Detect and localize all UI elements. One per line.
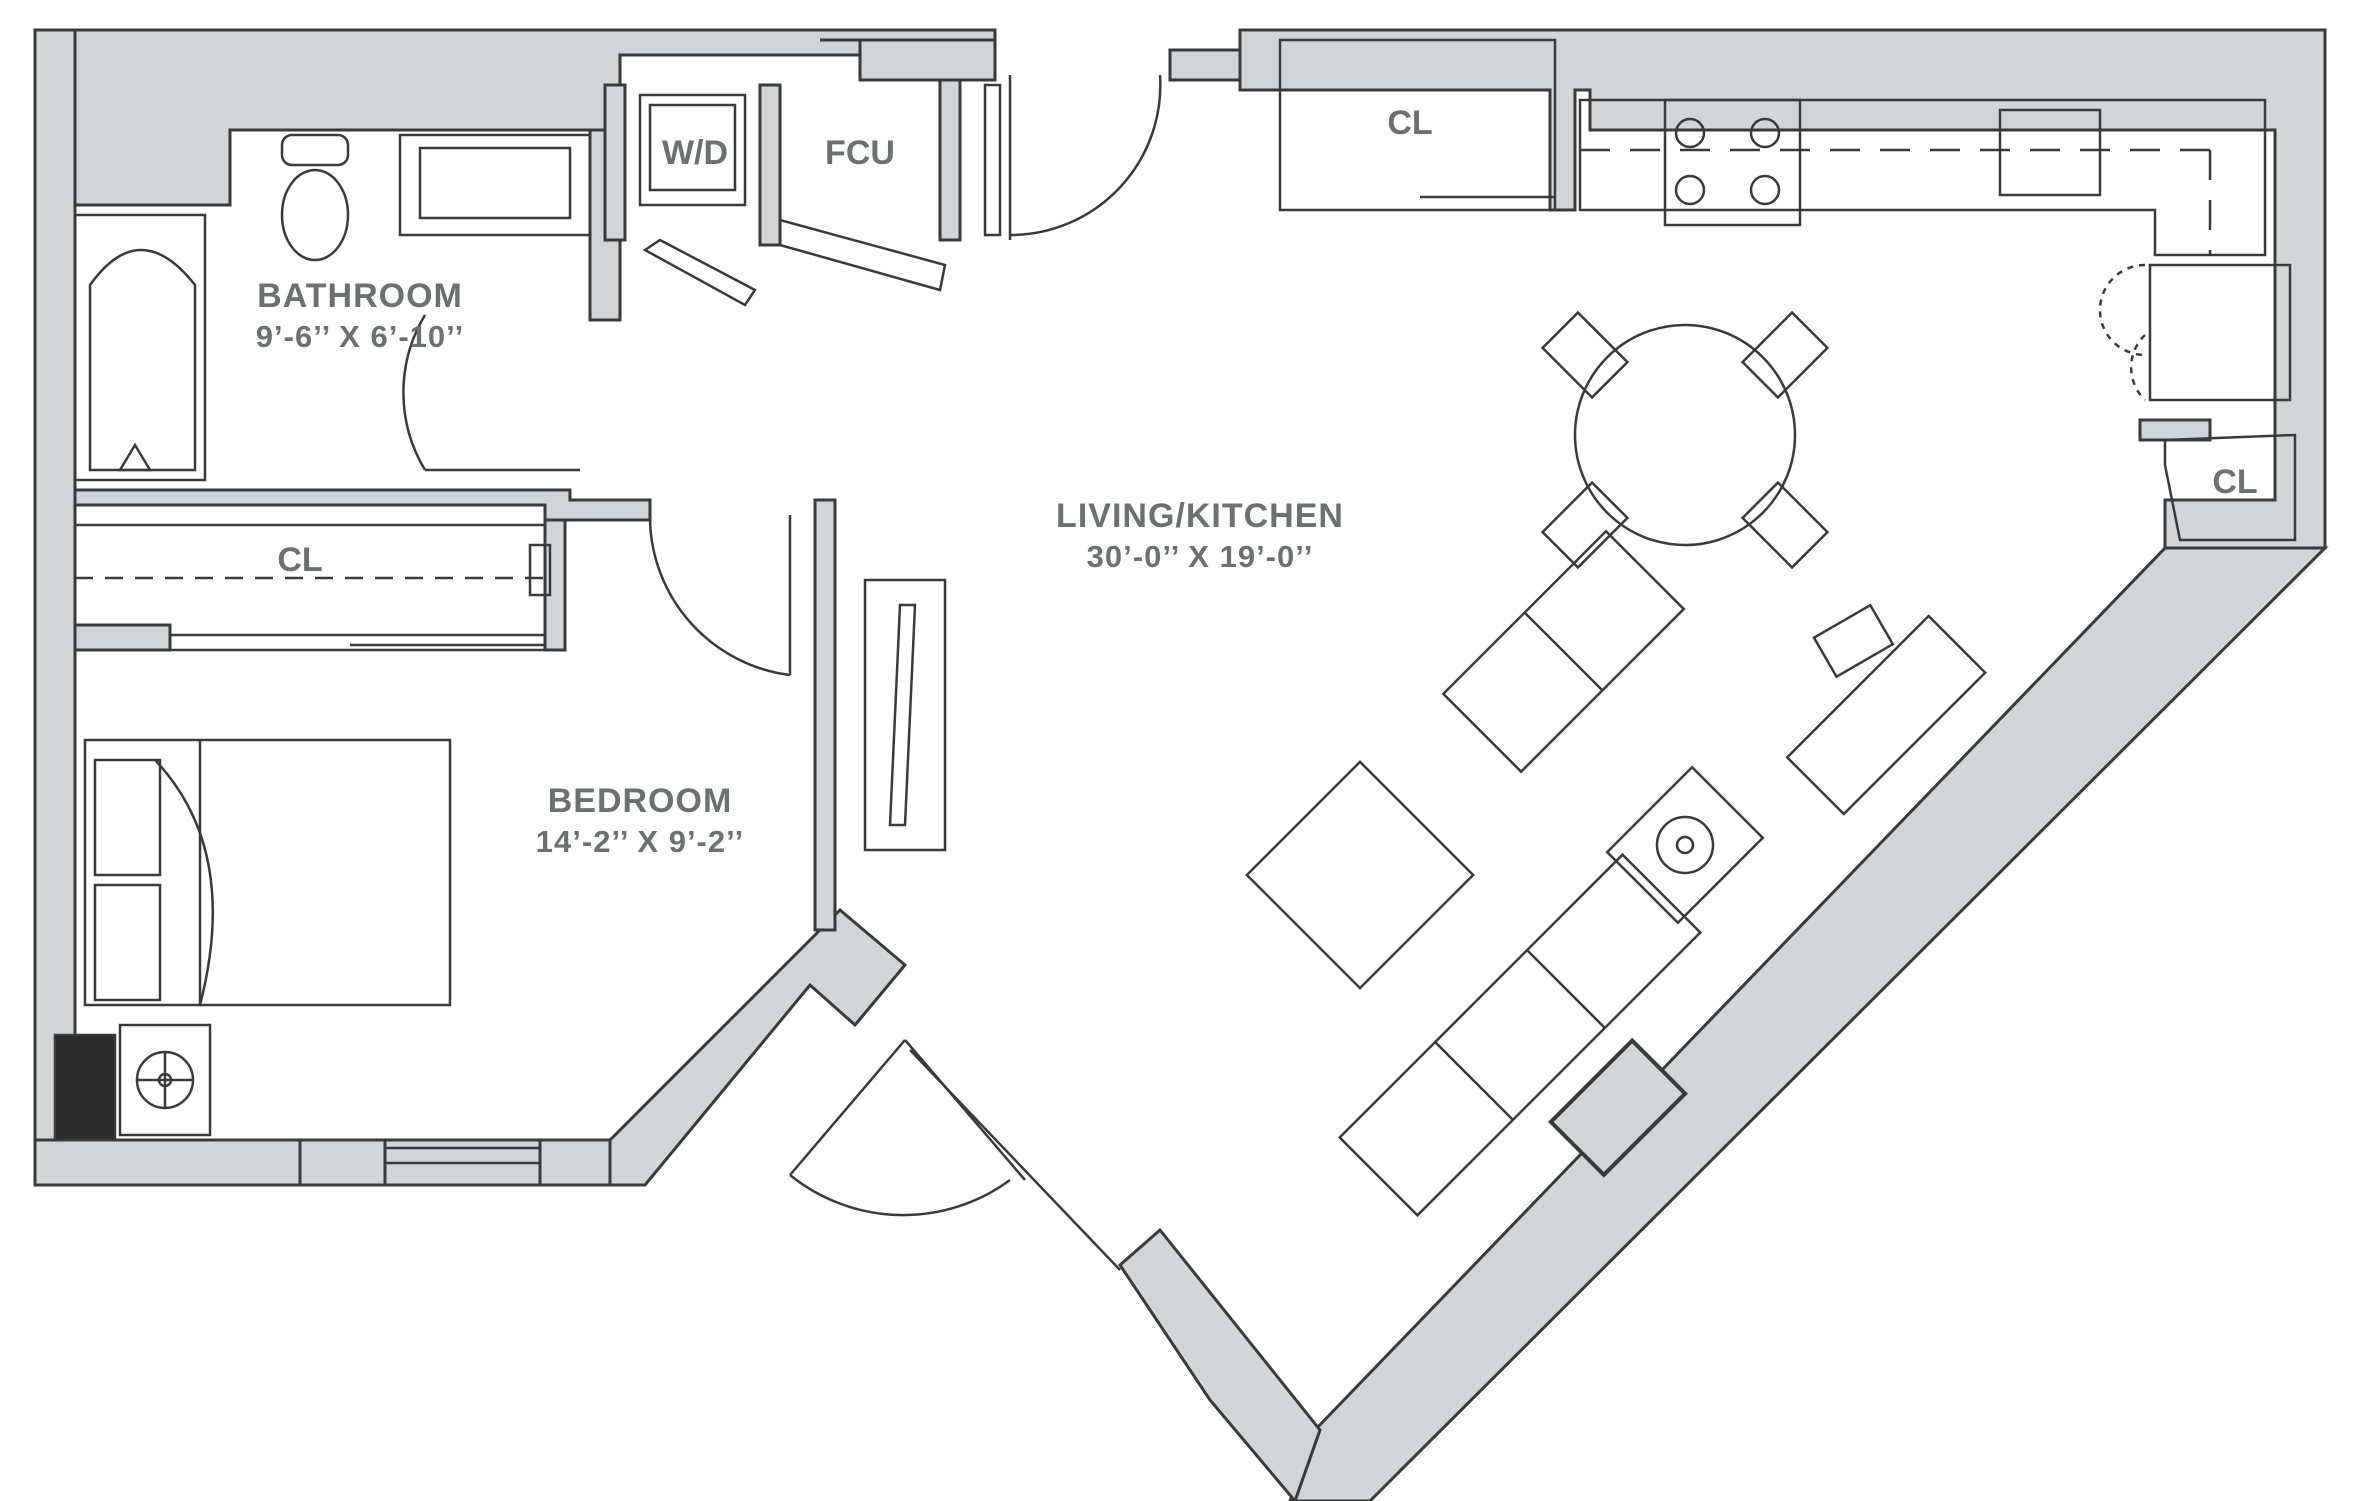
wall-bed-window-pier [298, 1138, 387, 1187]
refrigerator [2148, 263, 2292, 402]
toilet-tank [280, 133, 350, 167]
wall-bedroom-closet-bottom [73, 623, 172, 652]
bathtub-inner [88, 248, 197, 472]
right-closet [2163, 433, 2297, 542]
right-closet-label: CL [2212, 463, 2258, 501]
bathtub [73, 213, 207, 482]
chair-3 [1540, 480, 1630, 570]
chair-1 [1540, 310, 1630, 400]
wall-upper-left-stub [1168, 48, 1242, 82]
bathroom-dims: 9’-6’’ X 6’-10’’ [255, 319, 465, 354]
chair-4 [1740, 480, 1830, 570]
media-console [863, 578, 947, 852]
ottoman [1245, 760, 1475, 990]
wall-wd-fcu [758, 83, 782, 247]
hall-closet-label: CL [277, 541, 323, 579]
dining-table [1573, 323, 1797, 547]
wall-bottom-left [33, 907, 908, 1187]
bathroom-label: BATHROOM 9’-6’’ X 6’-10’’ [230, 275, 490, 357]
pillow-1 [93, 758, 162, 877]
wall-cl-right-top [2138, 418, 2212, 442]
desk-chair [1812, 603, 1895, 679]
bedroom-label: BEDROOM 14’-2’’ X 9’-2’’ [480, 780, 800, 862]
living-kitchen-dims: 30’-0’’ X 19’-0’’ [1086, 539, 1314, 574]
chair-2 [1740, 310, 1830, 400]
bath-sink [418, 146, 572, 220]
bathroom-name: BATHROOM [257, 277, 463, 315]
bedroom-door-swing [648, 519, 791, 677]
bedroom-dims: 14’-2’’ X 9’-2’’ [535, 824, 745, 859]
wd-unit [638, 93, 747, 207]
bath-door-swing [402, 314, 427, 471]
top-closet-label: CL [1387, 104, 1433, 142]
desk [1785, 614, 1987, 816]
lower-door-swing [789, 1174, 1011, 1217]
hall-closet [73, 523, 547, 652]
living-kitchen-label: LIVING/KITCHEN 30’-0’’ X 19’-0’’ [1030, 495, 1370, 577]
wall-bed-partition [813, 498, 837, 932]
wall-hall-closet-right [543, 518, 567, 652]
range [1663, 98, 1802, 227]
wall-fcu-right [938, 78, 962, 242]
kitchen-counter [1578, 98, 2267, 257]
wall-wd-left [603, 83, 627, 242]
wall-top-left [35, 28, 997, 207]
diagonal-column [1547, 1037, 1689, 1178]
wall-bed-window-pier-right [538, 1138, 612, 1187]
bedroom-name: BEDROOM [547, 782, 733, 820]
pillow-2 [93, 883, 162, 1002]
entry-door-swing [1009, 74, 1162, 237]
wall-left [33, 28, 77, 1147]
top-closet [1278, 38, 1557, 212]
fcu-label: FCU [825, 134, 895, 172]
wall-entry-diagonal [1118, 1227, 1322, 1501]
kitchen-sink [1998, 108, 2102, 197]
living-kitchen-name: LIVING/KITCHEN [1056, 497, 1344, 535]
tub-drain [117, 442, 153, 472]
sofa-large [1337, 852, 1703, 1218]
wall-right-diagonal [1288, 546, 2329, 1501]
wall-bath-partition [73, 488, 652, 522]
side-table [1605, 765, 1765, 925]
bath-vanity [398, 133, 592, 237]
wd-label: W/D [661, 134, 729, 172]
bed [83, 738, 452, 1007]
nightstand-dark [53, 1033, 117, 1142]
toilet-bowl [280, 168, 350, 262]
bedroom-lamp-table [118, 1023, 212, 1137]
